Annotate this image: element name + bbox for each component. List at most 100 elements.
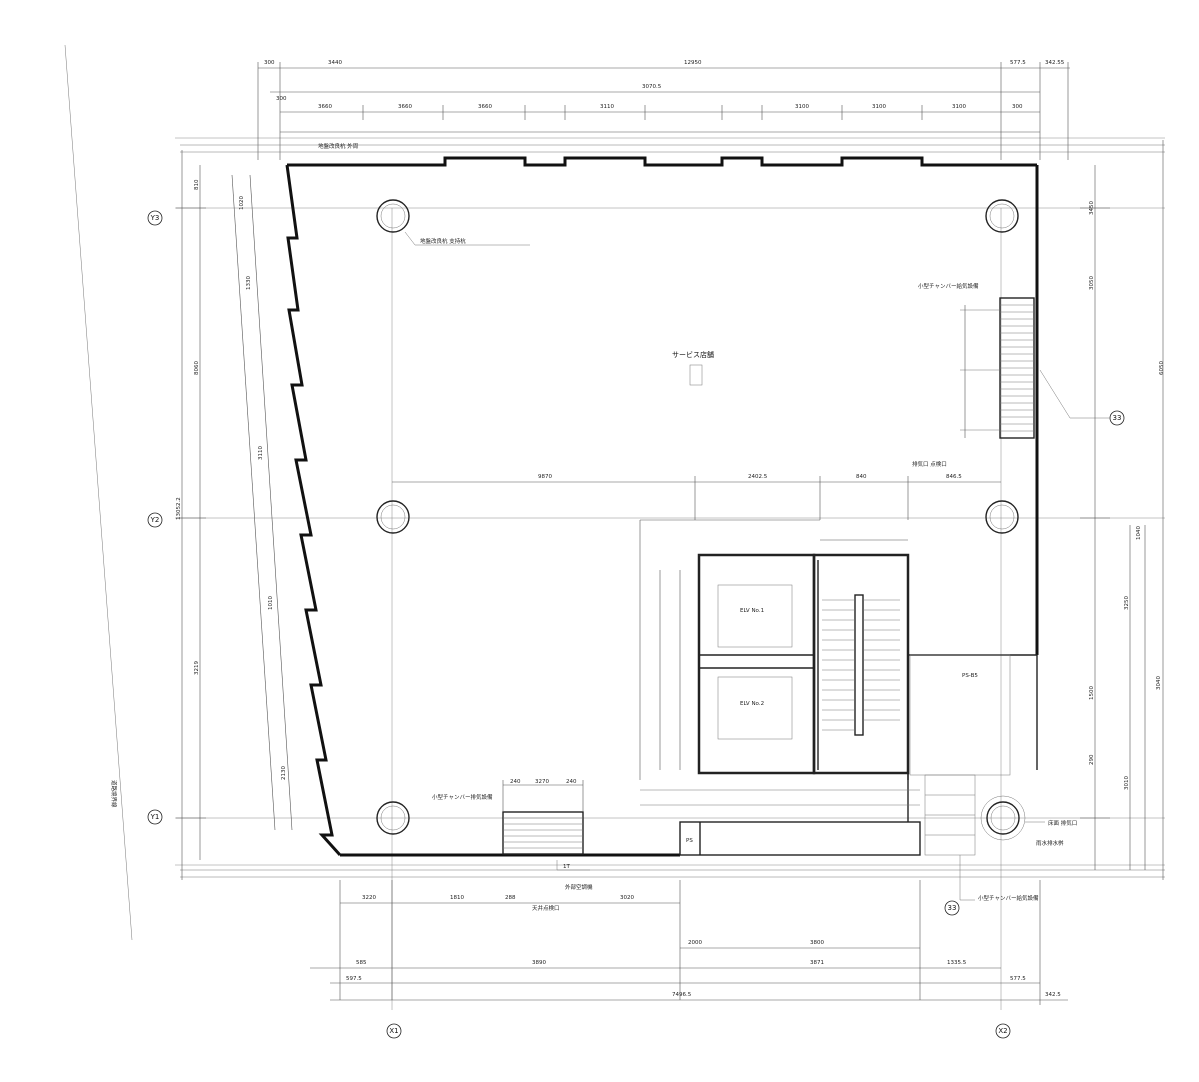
svg-text:3890: 3890 — [532, 960, 546, 966]
svg-text:外部空調機: 外部空調機 — [565, 883, 593, 891]
svg-text:240: 240 — [510, 779, 521, 785]
svg-text:排気口 点検口: 排気口 点検口 — [912, 460, 947, 468]
svg-text:6050: 6050 — [1159, 361, 1165, 375]
svg-text:577.5: 577.5 — [1010, 976, 1026, 982]
svg-text:小型チャンバー排気設備: 小型チャンバー排気設備 — [432, 793, 493, 801]
road-boundary-line — [64, 44, 133, 941]
svg-text:3450: 3450 — [1089, 201, 1095, 215]
grid-lines — [175, 137, 1165, 1010]
svg-text:810: 810 — [194, 179, 200, 190]
svg-text:3010: 3010 — [1124, 776, 1130, 790]
svg-text:3270: 3270 — [535, 779, 549, 785]
svg-text:3050: 3050 — [1089, 276, 1095, 290]
svg-text:342.55: 342.55 — [1045, 60, 1065, 66]
ps-label: PS — [686, 838, 693, 844]
right-lower-rooms: PS-B5 — [907, 650, 1038, 780]
elevator-2-label: ELV No.2 — [740, 701, 764, 707]
svg-text:1020: 1020 — [239, 196, 245, 210]
svg-text:240: 240 — [566, 779, 577, 785]
top-dimensions: 300 3440 12950 577.5 342.55 3070.5 300 3… — [257, 60, 1070, 160]
road-boundary-label: 道路境界線 — [110, 780, 118, 808]
svg-text:3100: 3100 — [952, 104, 966, 110]
structural-columns — [376, 199, 1020, 835]
svg-text:585: 585 — [356, 960, 367, 966]
svg-text:天井点検口: 天井点検口 — [532, 904, 560, 912]
building-outer-wall — [285, 156, 1039, 857]
svg-text:3660: 3660 — [318, 104, 332, 110]
main-room-label: サービス店舗 — [672, 350, 714, 359]
svg-text:3040: 3040 — [1156, 676, 1162, 690]
svg-text:3660: 3660 — [398, 104, 412, 110]
right-dimensions: 3450 3050 6050 1040 3250 1500 3040 290 3… — [1080, 140, 1165, 880]
svg-text:3250: 3250 — [1124, 596, 1130, 610]
svg-text:342.5: 342.5 — [1045, 992, 1061, 998]
svg-text:3110: 3110 — [600, 104, 614, 110]
svg-text:12950: 12950 — [684, 60, 702, 66]
main-room: サービス店舗 — [672, 350, 714, 386]
svg-text:1040: 1040 — [1136, 526, 1142, 540]
svg-text:3440: 3440 — [328, 60, 342, 66]
svg-text:1810: 1810 — [450, 895, 464, 901]
right-vent-unit: 小型チャンバー給気設備 排気口 点検口 — [912, 282, 1110, 468]
svg-text:300: 300 — [276, 96, 287, 102]
svg-text:1010: 1010 — [268, 596, 274, 610]
svg-text:1335.5: 1335.5 — [947, 960, 967, 966]
callout-bubble-right: 33 — [1113, 414, 1122, 422]
elevator-1-label: ELV No.1 — [740, 608, 764, 614]
grid-bubble-y2: Y2 — [150, 516, 160, 524]
svg-text:1500: 1500 — [1089, 686, 1095, 700]
bottom-right-equipment: 床面 排気口 雨水排水桝 小型チャンバー給気設備 — [924, 774, 1077, 902]
svg-text:2402.5: 2402.5 — [748, 474, 768, 480]
grid-bubble-x2: X2 — [998, 1027, 1007, 1035]
grid-bubble-x1: X1 — [389, 1027, 398, 1035]
svg-text:3100: 3100 — [795, 104, 809, 110]
svg-text:3660: 3660 — [478, 104, 492, 110]
svg-text:577.5: 577.5 — [1010, 60, 1026, 66]
svg-text:840: 840 — [856, 474, 867, 480]
svg-text:597.5: 597.5 — [346, 976, 362, 982]
svg-text:1330: 1330 — [246, 276, 252, 290]
svg-text:3100: 3100 — [872, 104, 886, 110]
svg-text:3219: 3219 — [194, 661, 200, 675]
bottom-vent-unit: 小型チャンバー排気設備 240 3270 240 — [432, 779, 584, 855]
svg-text:288: 288 — [505, 895, 516, 901]
left-dimensions: 810 8060 13052.2 3219 1020 1330 3110 101… — [176, 150, 293, 880]
svg-text:1T: 1T — [563, 864, 570, 870]
svg-text:3070.5: 3070.5 — [642, 84, 662, 90]
svg-text:300: 300 — [1012, 104, 1023, 110]
svg-text:846.5: 846.5 — [946, 474, 962, 480]
svg-text:300: 300 — [264, 60, 275, 66]
bottom-dimensions: 3220 1810 288 3020 2000 3800 3871 3890 1… — [310, 880, 1068, 1005]
lower-core-rooms: PS — [640, 773, 921, 856]
svg-text:2000: 2000 — [688, 940, 702, 946]
svg-text:7496.5: 7496.5 — [672, 992, 692, 998]
svg-text:3110: 3110 — [258, 446, 264, 460]
top-boundary: 地盤改良杭 外周 — [180, 142, 1165, 153]
svg-text:小型チャンバー給気設備: 小型チャンバー給気設備 — [978, 894, 1039, 902]
svg-text:3871: 3871 — [810, 960, 824, 966]
stair-core — [639, 519, 910, 780]
svg-text:3800: 3800 — [810, 940, 824, 946]
grid-bubble-y1: Y1 — [150, 813, 160, 821]
grid-bubble-y3: Y3 — [150, 214, 160, 222]
svg-text:3220: 3220 — [362, 895, 376, 901]
grid-bubbles: Y3 Y2 Y1 X1 X2 33 33 — [147, 210, 1125, 1039]
callout-bubble-bottom: 33 — [948, 904, 957, 912]
svg-text:床面 排気口: 床面 排気口 — [1048, 819, 1077, 827]
svg-text:290: 290 — [1089, 754, 1095, 765]
svg-text:小型チャンバー給気設備: 小型チャンバー給気設備 — [918, 282, 979, 290]
elevator-core: ELV No.1 ELV No.2 — [659, 553, 816, 775]
svg-text:PS-B5: PS-B5 — [962, 673, 978, 679]
column-note: 地盤改良杭 支持杭 — [404, 231, 530, 246]
mid-room-dimension: 9870 2402.5 840 846.5 — [392, 474, 1001, 520]
svg-text:13052.2: 13052.2 — [176, 497, 182, 520]
svg-text:地盤改良杭 支持杭: 地盤改良杭 支持杭 — [420, 237, 466, 245]
svg-text:9870: 9870 — [538, 474, 552, 480]
svg-text:3020: 3020 — [620, 895, 634, 901]
svg-text:雨水排水桝: 雨水排水桝 — [1036, 839, 1064, 847]
bottom-boundary: 1T 外部空調機 天井点検口 — [180, 860, 1165, 912]
svg-text:2130: 2130 — [281, 766, 287, 780]
svg-text:8060: 8060 — [194, 361, 200, 375]
svg-text:地盤改良杭 外周: 地盤改良杭 外周 — [318, 142, 358, 150]
